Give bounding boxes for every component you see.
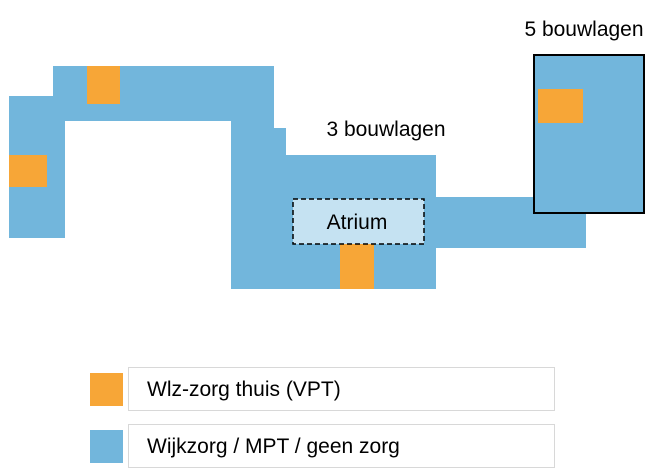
tower-floors-label: 5 bouwlagen: [524, 18, 643, 41]
legend-label-wlz: Wlz-zorg thuis (VPT): [128, 367, 555, 411]
atrium-label: Atrium: [327, 211, 388, 234]
wlz-unit: [87, 66, 120, 104]
legend-swatch-wijkzorg: [90, 430, 123, 463]
center-floors-label: 3 bouwlagen: [326, 118, 445, 141]
legend-label-wijkzorg: Wijkzorg / MPT / geen zorg: [128, 424, 555, 468]
wlz-unit: [538, 89, 583, 123]
legend-swatch-wlz: [90, 373, 123, 406]
tower-block: [533, 54, 645, 214]
atrium: Atrium: [292, 198, 425, 245]
wlz-units: [9, 66, 583, 289]
connector-step-block: [231, 128, 286, 158]
wlz-unit: [9, 155, 47, 187]
left-wing-top-block: [53, 66, 274, 121]
wlz-unit: [340, 244, 374, 289]
atrium-box: [292, 198, 425, 245]
